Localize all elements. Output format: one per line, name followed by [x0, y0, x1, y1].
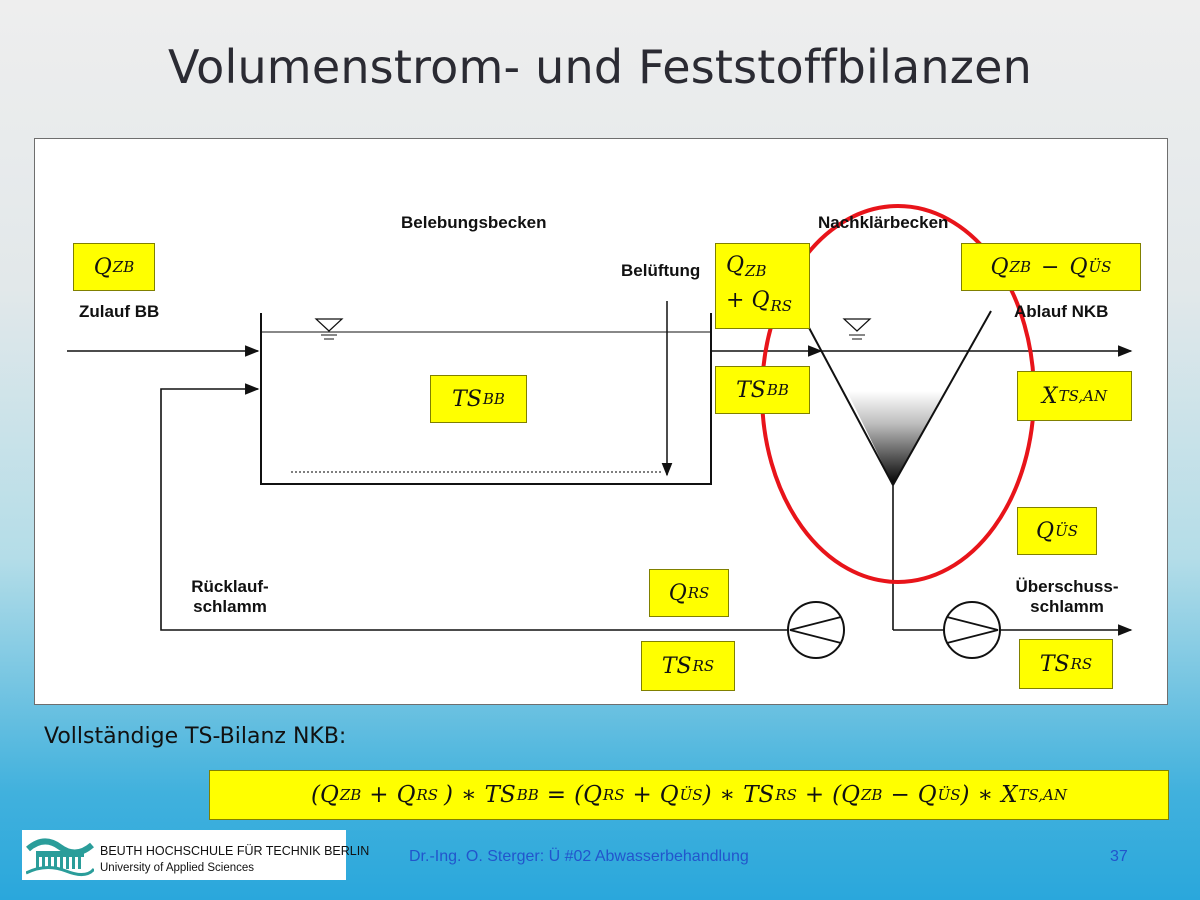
box-q-zb-plus-q-rs: QZB + QRS: [715, 243, 810, 329]
label-ruecklauf-line2: schlamm: [193, 597, 267, 616]
clarifier-cone: [847, 391, 945, 485]
label-belebungsbecken: Belebungsbecken: [401, 213, 547, 232]
excess-sludge-pump: [943, 601, 1001, 659]
beuth-logo-icon: [26, 838, 94, 876]
label-ruecklauf-line1: Rücklauf-: [191, 577, 269, 596]
process-diagram: Belebungsbecken Nachklärbecken Zulauf BB…: [34, 138, 1168, 705]
label-ueberschussschlamm: Überschuss- schlamm: [1001, 577, 1133, 617]
water-level-symbol: [314, 318, 344, 340]
label-ueberschuss-line1: Überschuss-: [1015, 577, 1119, 596]
footer-author: Dr.-Ing. O. Sterger: Ü #02 Abwasserbehan…: [409, 848, 749, 865]
label-zulauf: Zulauf BB: [79, 302, 160, 321]
university-logo: BEUTH HOCHSCHULE FÜR TECHNIK BERLIN Univ…: [22, 830, 369, 880]
process-diagram-drawing: [67, 204, 1133, 659]
logo-line1: BEUTH HOCHSCHULE FÜR TECHNIK BERLIN: [100, 844, 370, 858]
label-nachklaerbecken: Nachklärbecken: [818, 213, 949, 232]
label-belueftung: Belüftung: [621, 261, 701, 280]
label-ruecklaufschlamm: Rücklauf- schlamm: [180, 577, 280, 617]
balance-subtitle: Vollständige TS-Bilanz NKB:: [44, 724, 347, 749]
label-ueberschuss-line2: schlamm: [1030, 597, 1104, 616]
page-number: 37: [1110, 848, 1128, 865]
slide-title: Volumenstrom- und Feststoffbilanzen: [168, 40, 1032, 94]
clarifier-level-symbol: [842, 318, 872, 340]
return-sludge-pump: [787, 601, 845, 659]
aeration-basin: [260, 313, 712, 485]
logo-line2: University of Applied Sciences: [100, 862, 255, 874]
return-sludge-line: [160, 383, 801, 631]
label-ablauf: Ablauf NKB: [1014, 302, 1109, 321]
